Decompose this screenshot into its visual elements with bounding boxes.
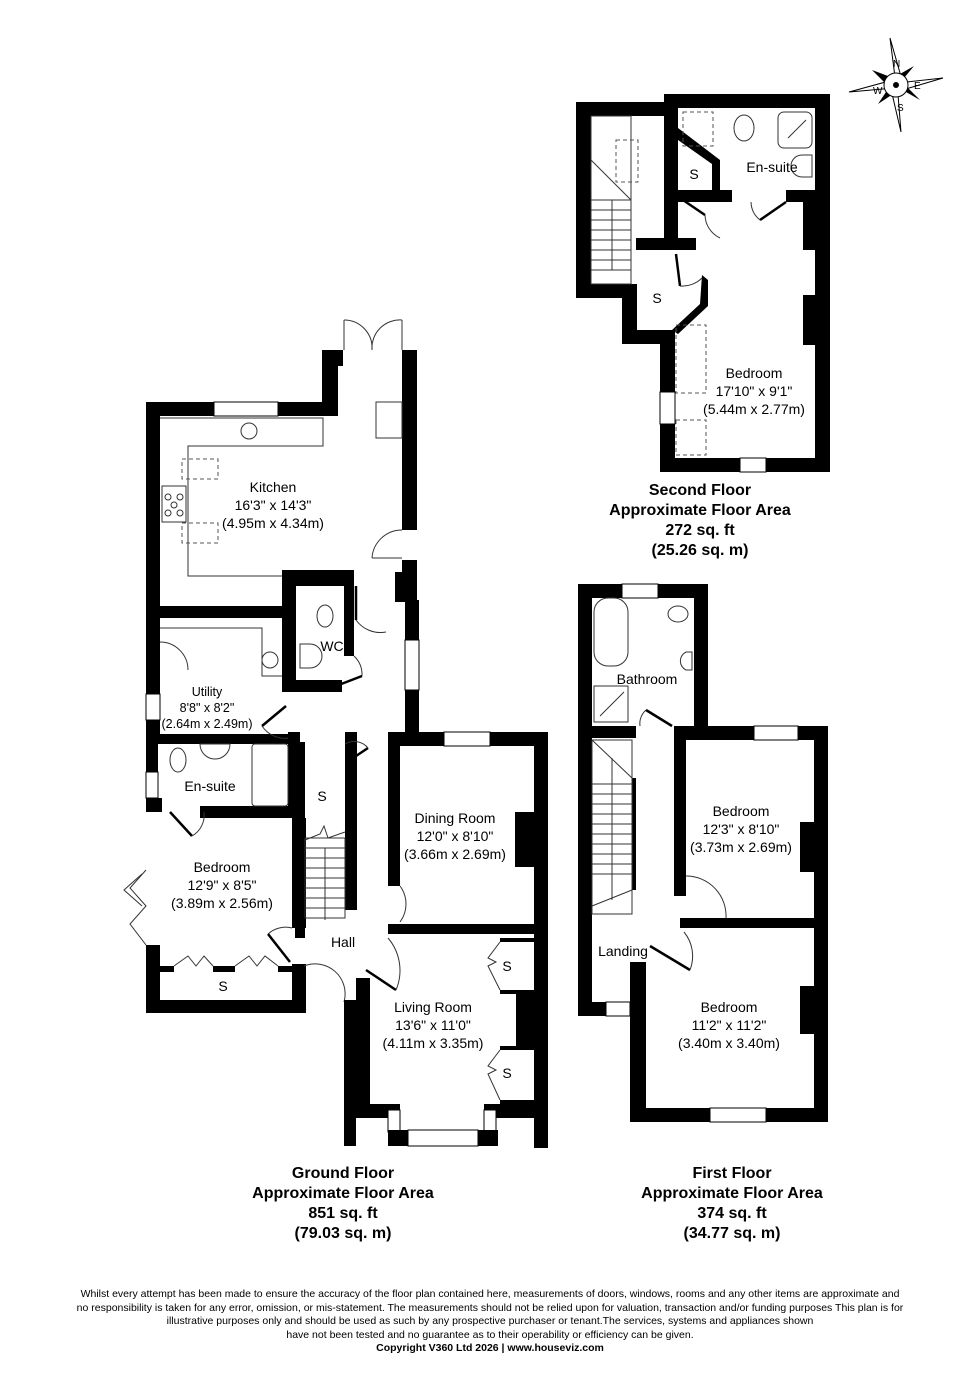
first-floor-caption: First Floor Approximate Floor Area 374 s… [641, 1165, 823, 1242]
room-label-wc: WC [320, 638, 344, 654]
room-label-second-bedroom: Bedroom 17'10" x 9'1" (5.44m x 2.77m) [703, 365, 805, 417]
storage-label: S [502, 1065, 512, 1081]
room-label-second-ensuite: En-suite [746, 159, 798, 175]
room-label-utility: Utility 8'8" x 8'2" (2.64m x 2.49m) [161, 685, 253, 731]
room-label-ground-bedroom: Bedroom 12'9" x 8'5" (3.89m x 2.56m) [171, 859, 273, 911]
svg-text:S: S [897, 103, 904, 114]
disclaimer-line: illustrative purposes only and should be… [166, 1315, 814, 1327]
disclaimer-line: no responsibility is taken for any error… [76, 1301, 904, 1314]
storage-label: S [502, 958, 512, 974]
room-label-living-room: Living Room 13'6" x 11'0" (4.11m x 3.35m… [382, 999, 484, 1051]
disclaimer: Whilst every attempt has been made to en… [0, 1288, 980, 1356]
room-label-first-bedroom-2: Bedroom 11'2" x 11'2" (3.40m x 3.40m) [678, 999, 780, 1051]
disclaimer-line: Whilst every attempt has been made to en… [80, 1288, 900, 1300]
svg-text:W: W [873, 86, 883, 97]
second-floor-caption: Second Floor Approximate Floor Area 272 … [609, 482, 791, 559]
ground-floor-caption: Ground Floor Approximate Floor Area 851 … [252, 1165, 434, 1242]
storage-label: S [689, 166, 699, 182]
storage-label: S [652, 290, 662, 306]
compass-icon: N S E W [848, 37, 944, 133]
second-floor-plan [576, 94, 830, 473]
room-label-dining-room: Dining Room 12'0" x 8'10" (3.66m x 2.69m… [404, 810, 506, 862]
room-label-first-bedroom-1: Bedroom 12'3" x 8'10" (3.73m x 2.69m) [690, 803, 792, 855]
storage-label: S [317, 788, 327, 804]
room-label-bathroom: Bathroom [616, 671, 678, 687]
disclaimer-line: have not been tested and no guarantee as… [286, 1328, 694, 1341]
ground-floor-plan [123, 319, 548, 1148]
svg-text:E: E [914, 81, 921, 92]
svg-text:N: N [893, 59, 900, 70]
first-floor-plan [578, 583, 828, 1123]
copyright-text: Copyright V360 Ltd 2026 | www.houseviz.c… [376, 1342, 604, 1354]
room-label-landing: Landing [598, 943, 648, 959]
room-label-ground-ensuite: En-suite [184, 778, 236, 794]
room-label-kitchen: Kitchen 16'3" x 14'3" (4.95m x 4.34m) [222, 479, 324, 531]
room-label-hall: Hall [330, 934, 356, 950]
storage-label: S [218, 978, 228, 994]
